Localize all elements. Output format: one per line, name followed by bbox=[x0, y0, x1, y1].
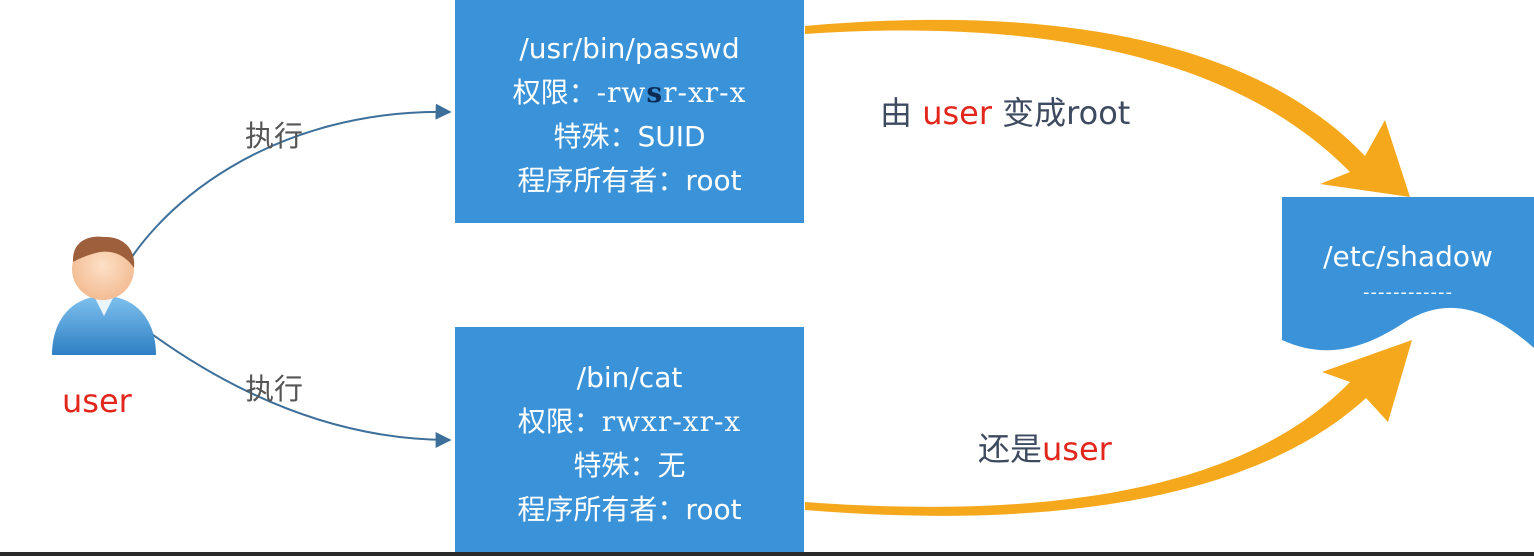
cat-path: /bin/cat bbox=[576, 360, 683, 394]
cat-permissions: 权限：rwxr-xr-x bbox=[518, 400, 741, 444]
perm-before: -rw bbox=[596, 75, 647, 109]
cat-box: /bin/cat 权限：rwxr-xr-x 特殊：无 程序所有者：root bbox=[455, 327, 804, 556]
passwd-path: /usr/bin/passwd bbox=[519, 31, 740, 65]
top-arrow-caption: 由 user 变成root bbox=[880, 88, 1130, 134]
shadow-file-title: /etc/shadow bbox=[1323, 240, 1493, 273]
passwd-permissions: 权限：-rwsr-xr-x bbox=[513, 71, 747, 115]
cat-special: 特殊：无 bbox=[573, 448, 686, 482]
bottom-caption-user: user bbox=[1042, 430, 1112, 468]
suid-bit: s bbox=[646, 75, 664, 109]
execute-label-top: 执行 bbox=[245, 119, 304, 153]
cat-owner: 程序所有者：root bbox=[517, 492, 742, 526]
execute-label-bottom: 执行 bbox=[245, 372, 304, 406]
passwd-perm-value: -rwsr-xr-x bbox=[597, 76, 747, 109]
passwd-owner: 程序所有者：root bbox=[517, 163, 742, 197]
passwd-box: /usr/bin/passwd 权限：-rwsr-xr-x 特殊：SUID 程序… bbox=[455, 0, 804, 223]
perm-after: r-xr-x bbox=[663, 75, 747, 109]
top-caption-user: user bbox=[922, 94, 992, 132]
user-avatar-icon bbox=[52, 236, 156, 355]
bottom-arrow-caption: 还是user bbox=[978, 424, 1112, 470]
shadow-document-shape bbox=[1282, 197, 1534, 351]
bottom-rule bbox=[0, 552, 1534, 556]
shadow-file-dashes: ------------ bbox=[1363, 282, 1453, 303]
passwd-perm-label: 权限： bbox=[512, 75, 597, 109]
passwd-special: 特殊：SUID bbox=[553, 119, 706, 153]
orange-arrow-top bbox=[805, 19, 1410, 197]
cat-perm-label: 权限： bbox=[517, 404, 602, 438]
bottom-caption-prefix: 还是 bbox=[978, 430, 1043, 468]
top-caption-prefix: 由 bbox=[880, 94, 923, 132]
cat-perm-value: rwxr-xr-x bbox=[601, 404, 742, 438]
top-caption-suffix: 变成root bbox=[991, 94, 1131, 132]
user-label: user bbox=[62, 382, 132, 420]
